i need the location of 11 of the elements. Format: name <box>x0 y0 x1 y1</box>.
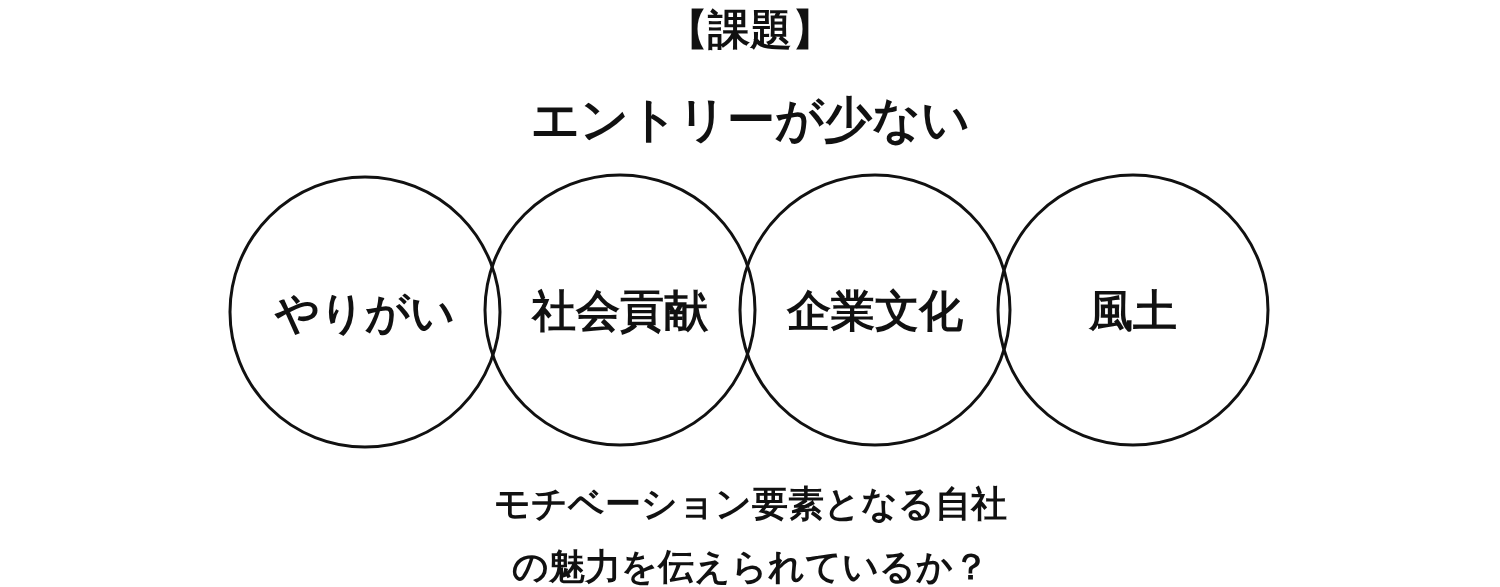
circle <box>228 175 502 449</box>
circle-label: 社会貢献 <box>530 284 709 338</box>
circle <box>738 173 1012 447</box>
circle <box>996 173 1270 447</box>
title: 【課題】 <box>665 4 835 56</box>
circle-label: 風土 <box>1088 284 1178 338</box>
heading-text: エントリーが少ない <box>529 90 971 149</box>
circle <box>483 173 757 447</box>
circle-label: 企業文化 <box>785 284 964 338</box>
caption: モチベーション要素となる自社の魅力を伝えられているか？ <box>492 482 1008 587</box>
circle-label: やりがい <box>273 286 456 340</box>
